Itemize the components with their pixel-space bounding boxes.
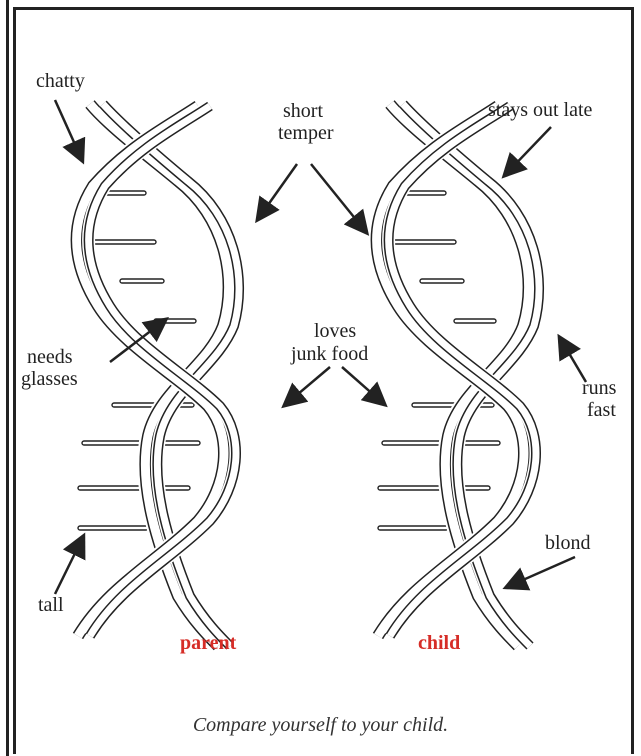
legend-parent: parent	[180, 632, 236, 655]
short-temper-right-arrow	[311, 164, 366, 232]
stays-out-late-arrow	[505, 127, 551, 175]
label-runs-2: fast	[587, 399, 616, 421]
short-temper-left-arrow	[258, 164, 297, 219]
chatty-arrow	[55, 100, 82, 160]
label-loves-1: loves	[314, 320, 356, 342]
tall-arrow	[55, 537, 83, 594]
label-runs-1: runs	[582, 377, 616, 399]
label-tall: tall	[38, 594, 64, 616]
label-needs-2: glasses	[21, 368, 78, 390]
label-chatty: chatty	[36, 70, 85, 92]
label-short-temper-1: short	[283, 100, 323, 122]
loves-junk-food-left-arrow	[285, 367, 330, 405]
legend-child: child	[418, 632, 460, 655]
parent-helix-icon	[77, 104, 239, 646]
loves-junk-food-right-arrow	[342, 367, 384, 404]
runs-fast-arrow	[560, 338, 586, 382]
blond-arrow	[507, 557, 575, 587]
label-short-temper-2: temper	[278, 122, 334, 144]
label-stays-out-late: stays out late	[488, 99, 592, 121]
label-needs-1: needs	[27, 346, 73, 368]
label-blond: blond	[545, 532, 591, 554]
figure-caption: Compare yourself to your child.	[0, 714, 641, 737]
label-loves-2: junk food	[291, 343, 368, 365]
child-helix-icon	[377, 104, 539, 646]
